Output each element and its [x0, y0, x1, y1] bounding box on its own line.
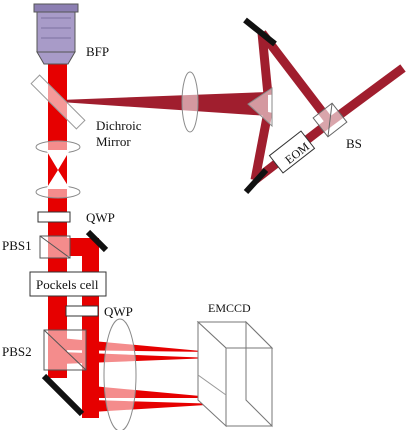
imaging-lens — [103, 318, 137, 430]
beam-edge-a — [189, 94, 269, 102]
excitation-lens — [181, 71, 199, 133]
combined-beam — [60, 92, 268, 116]
lower-mirror — [243, 167, 269, 195]
bs-cube — [312, 102, 348, 138]
emccd-label: EMCCD — [208, 301, 251, 315]
dichroic-label-line1: Dichroic — [96, 118, 142, 133]
lower-return-beam — [250, 111, 273, 181]
pbs2-cube — [43, 329, 87, 371]
qwp-bottom — [65, 305, 99, 317]
fan-beam-2 — [60, 352, 212, 364]
dichroic-label-line2: Mirror — [96, 134, 131, 149]
pockels-label: Pockels cell — [36, 277, 99, 292]
prism — [247, 87, 273, 128]
input-beam — [327, 64, 406, 126]
eom-box — [268, 130, 316, 174]
focus-mask-top — [46, 150, 70, 170]
upper-mirror — [243, 17, 277, 47]
fan-beam-1 — [60, 338, 212, 352]
pbs2-label: PBS2 — [2, 344, 32, 359]
upper-arm-beam — [258, 30, 334, 125]
qwp-bottom-label: QWP — [104, 304, 133, 319]
upper-return-beam — [257, 32, 273, 96]
pockels-cell — [29, 271, 107, 297]
pbs1-mirror — [85, 229, 109, 253]
objective — [33, 3, 79, 65]
bfp-label: BFP — [86, 44, 109, 59]
qwp-top-label: QWP — [86, 210, 115, 225]
pbs1-label: PBS1 — [2, 238, 32, 253]
dichroic-mirror — [30, 74, 86, 130]
emccd-camera — [196, 320, 274, 428]
qwp-top — [37, 211, 71, 223]
bs-label: BS — [346, 136, 362, 151]
focus-mask-bottom — [46, 170, 70, 189]
pbs1-cube — [39, 235, 71, 259]
bottom-mirror — [41, 373, 85, 417]
